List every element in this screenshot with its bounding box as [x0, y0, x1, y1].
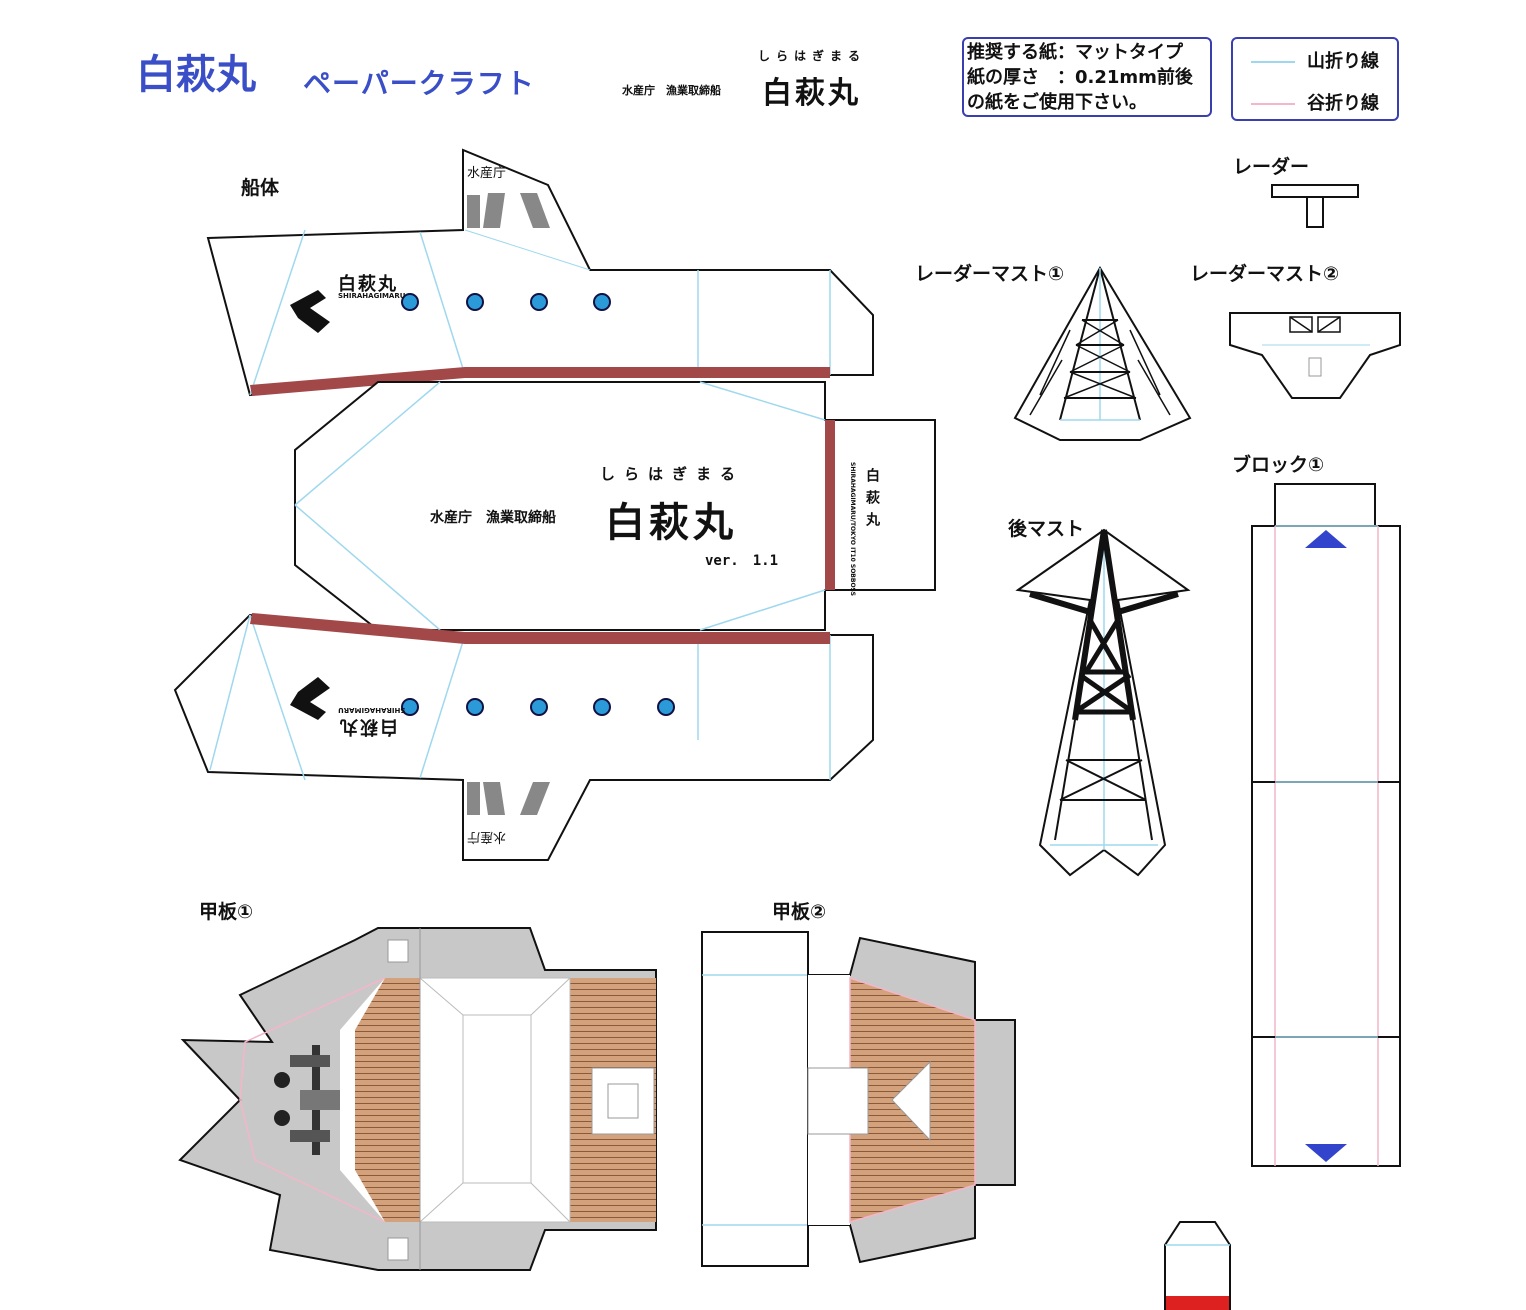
radar-mast-2-part: [1229, 312, 1401, 399]
header-ship-name: 白萩丸: [762, 76, 861, 111]
label-radar: レーダー: [1233, 156, 1310, 178]
valley-fold-line-icon: [1251, 103, 1295, 105]
porthole: [401, 698, 419, 716]
label-block-1: ブロック①: [1232, 454, 1325, 476]
paper-note-line: の紙をご使用下さい。: [967, 92, 1147, 113]
paper-note-line: 推奨する紙：マットタイプ: [967, 42, 1183, 63]
legend-valley: 谷折り線: [1251, 89, 1379, 115]
hull-deck-panel: [294, 381, 936, 631]
rear-mast-part: [1015, 528, 1191, 877]
deck-2-part: [701, 931, 1016, 1267]
porthole: [466, 293, 484, 311]
hull-stern-name: 白萩丸: [864, 468, 880, 534]
deck-1-part: [178, 927, 657, 1271]
porthole: [401, 293, 419, 311]
paper-note-box: 推奨する紙：マットタイプ 紙の厚さ ：0.21mm前後 の紙をご使用下さい。: [962, 37, 1212, 117]
porthole: [593, 698, 611, 716]
hull-side-romaji-top: SHIRAHAGIMARU: [338, 292, 406, 300]
hull-side-name-bottom: 白萩丸: [338, 716, 398, 737]
porthole: [530, 698, 548, 716]
paper-note-line: 紙の厚さ ：0.21mm前後: [967, 67, 1193, 88]
hull-tab-agency-top: 水産庁: [467, 166, 507, 181]
hull-stern-romaji: SHIRAHAGIMARU/TOKYO IT10 SOBBOSS: [849, 462, 856, 596]
hull-side-panel-bottom: [173, 613, 874, 861]
header-agency: 水産庁 漁業取締船: [622, 84, 721, 97]
block-1-part: [1251, 483, 1401, 1167]
header-ship-kana: しらはぎまる: [758, 49, 867, 63]
hull-agency: 水産庁 漁業取締船: [430, 510, 556, 526]
porthole: [657, 698, 675, 716]
hull-side-panel-top: [206, 148, 874, 397]
page-subtitle: ペーパークラフト: [303, 67, 535, 100]
arrow-down-icon: [1305, 1144, 1347, 1162]
red-band-part: [1164, 1221, 1231, 1310]
hull-tab-agency-bottom: 水産庁: [467, 829, 507, 844]
arrow-up-icon: [1305, 530, 1347, 548]
hull-side-name-top: 白萩丸: [338, 274, 398, 295]
hull-side-romaji-bottom: SHIRAHAGIMARU: [338, 706, 406, 714]
hull-version: ver. 1.1: [705, 553, 779, 569]
hull-name: 白萩丸: [605, 499, 737, 546]
fold-legend: 山折り線 谷折り線: [1231, 37, 1399, 121]
mountain-fold-line-icon: [1251, 61, 1295, 63]
label-rear-mast: 後マスト: [1008, 518, 1085, 540]
porthole: [466, 698, 484, 716]
porthole: [593, 293, 611, 311]
label-deck-1: 甲板①: [199, 901, 254, 923]
hull-logo-top: [290, 290, 330, 333]
winch-icon: [274, 1045, 340, 1155]
label-hull: 船体: [241, 177, 280, 199]
label-deck-2: 甲板②: [772, 901, 827, 923]
legend-mountain: 山折り線: [1251, 47, 1379, 73]
hull-kana: しらはぎまる: [600, 465, 745, 483]
hull-logo-bottom: [290, 677, 330, 720]
label-radar-mast-2: レーダーマスト②: [1190, 263, 1340, 285]
radar-part: [1271, 184, 1359, 228]
radar-mast-1-part: [1013, 266, 1192, 441]
porthole: [530, 293, 548, 311]
page-title: 白萩丸: [136, 52, 256, 98]
label-radar-mast-1: レーダーマスト①: [915, 263, 1065, 285]
